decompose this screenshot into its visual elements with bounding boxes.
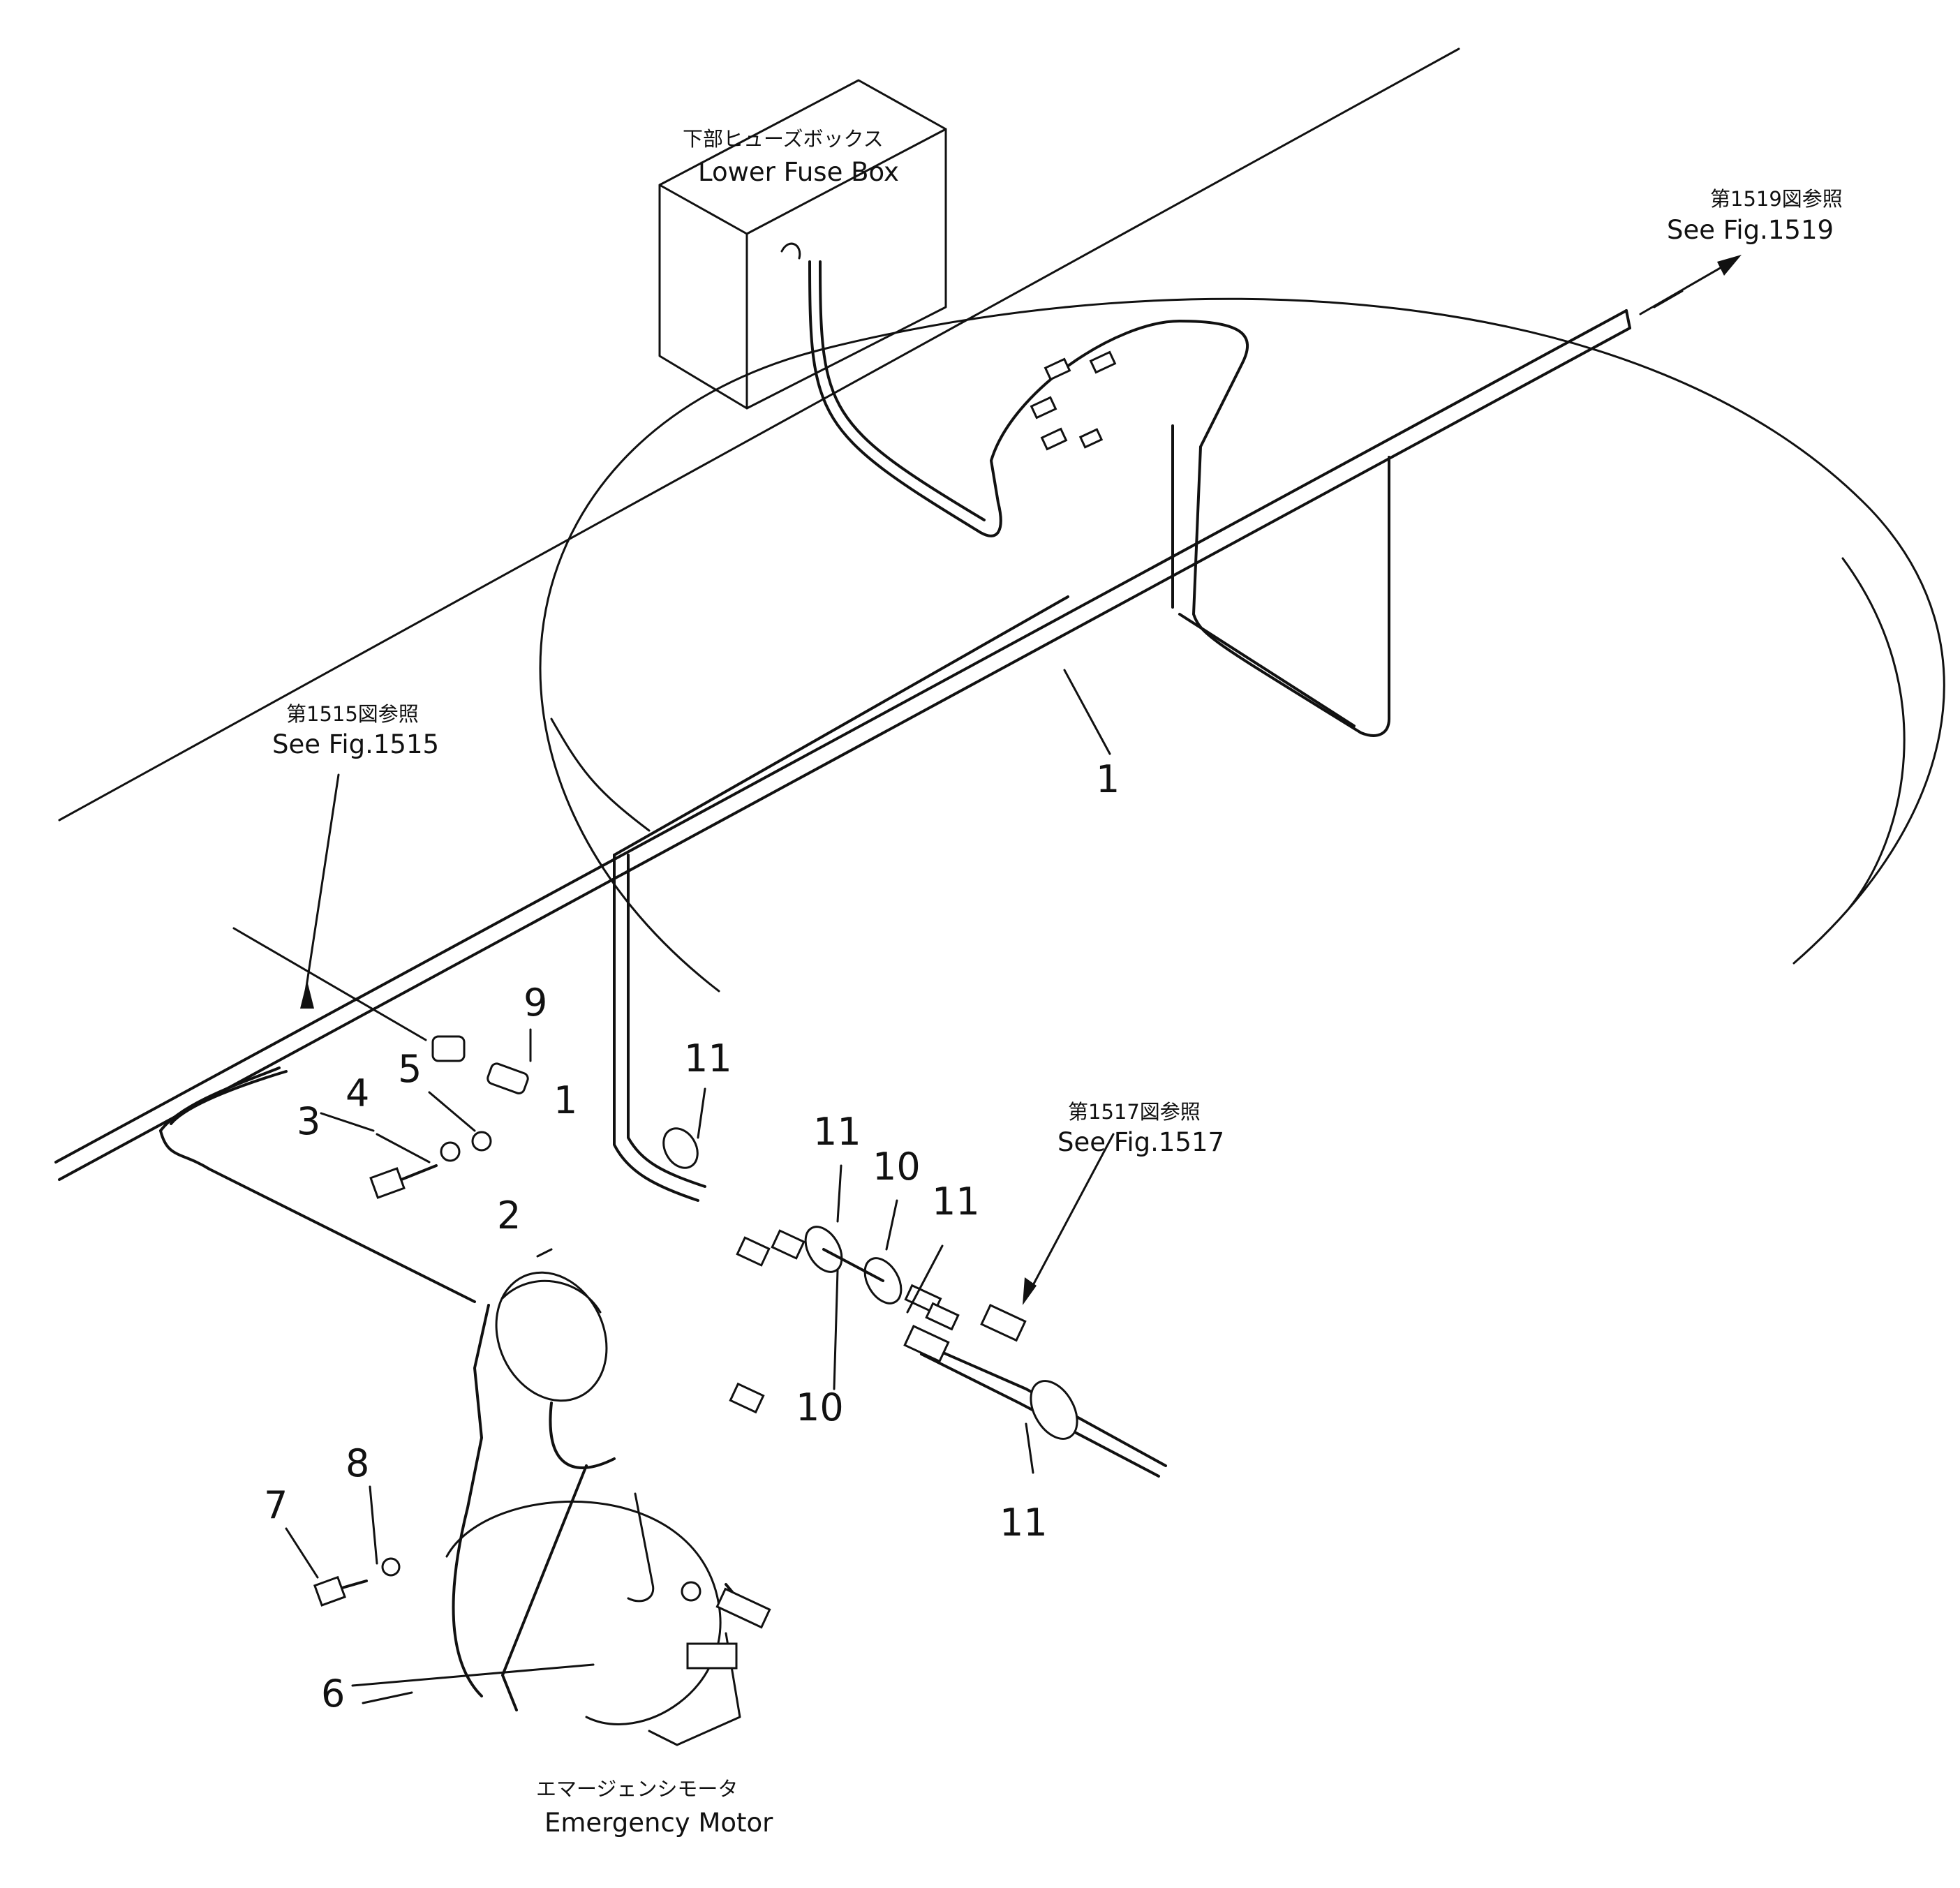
fig1519-label-jp: 第1519図参照 [1710, 187, 1843, 211]
lower-fuse-box-label-jp: 下部ヒューズボックス [683, 127, 884, 151]
fig1515-label-jp: 第1515図参照 [286, 702, 419, 726]
fig1517-label-en: See Fig.1517 [1057, 1127, 1225, 1157]
part-number-7: 7 [264, 1483, 288, 1527]
fig1517-label-jp: 第1517図参照 [1068, 1100, 1201, 1124]
right-harness [903, 1304, 1167, 1478]
frame-lines [58, 47, 1460, 1041]
part-number-11-bottom: 11 [1000, 1501, 1048, 1545]
emergency-motor-label-en: Emergency Motor [544, 1808, 773, 1838]
part-number-11-left: 11 [684, 1036, 732, 1080]
part-number-8: 8 [346, 1441, 370, 1485]
hardware-parts [313, 1035, 805, 1629]
part-number-9: 9 [524, 981, 548, 1025]
leader-lines [285, 255, 1742, 1704]
lower-fuse-box-label-en: Lower Fuse Box [698, 157, 899, 187]
part-number-11-mid: 11 [813, 1110, 861, 1154]
lower-fuse-box [658, 79, 947, 410]
part-number-3: 3 [297, 1099, 321, 1143]
part-number-1: 1 [1096, 757, 1120, 801]
turntable-outline [539, 297, 1945, 993]
emergency-motor [445, 1271, 762, 1746]
part-number-5: 5 [398, 1047, 422, 1091]
part-number-11-right: 11 [932, 1180, 980, 1224]
emergency-motor-label-jp: エマージェンシモータ [536, 1777, 738, 1801]
part-number-10-bottom: 10 [796, 1385, 844, 1429]
fig1519-label-en: See Fig.1519 [1667, 215, 1834, 245]
part-number-10-top: 10 [873, 1145, 921, 1189]
part-number-6: 6 [321, 1672, 346, 1716]
part-number-4: 4 [346, 1071, 370, 1115]
harness-connectors [1030, 350, 1117, 451]
main-harness [54, 260, 1631, 1303]
connector-assembly [662, 1127, 960, 1331]
part-number-1-small: 1 [554, 1078, 578, 1122]
fig1515-label-en: See Fig.1515 [272, 729, 440, 759]
part-number-2: 2 [497, 1194, 521, 1237]
